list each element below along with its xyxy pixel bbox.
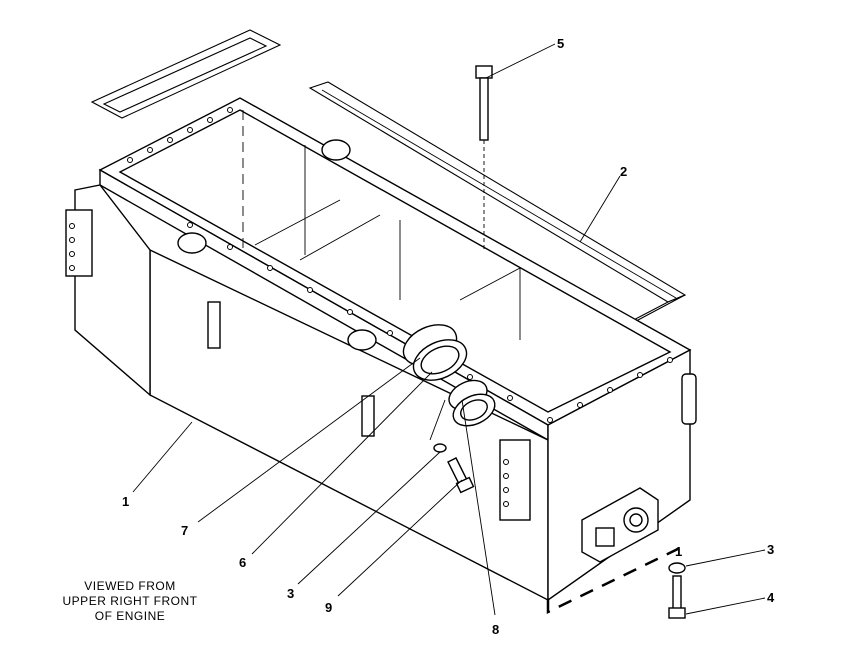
detached-bolt-and-washer — [668, 562, 686, 619]
view-caption: VIEWED FROM UPPER RIGHT FRONT OF ENGINE — [63, 579, 198, 623]
oil-pan-body — [65, 97, 697, 614]
view-marker-1: 1 — [675, 544, 682, 559]
callout-2: 2 — [620, 164, 627, 179]
caption-line-3: OF ENGINE — [95, 609, 166, 623]
callout-3-upper: 3 — [287, 586, 294, 601]
callout-5: 5 — [557, 36, 564, 51]
callout-7: 7 — [181, 523, 188, 538]
callout-9: 9 — [325, 600, 332, 615]
callout-numbers: 5 2 1 7 6 3 9 8 3 4 1 — [122, 36, 775, 637]
suction-tube-fittings — [402, 324, 496, 427]
callout-1: 1 — [122, 494, 129, 509]
end-cover-plate — [581, 487, 659, 563]
callout-8: 8 — [492, 622, 499, 637]
caption-line-2: UPPER RIGHT FRONT — [63, 594, 198, 608]
leader-lines — [132, 43, 766, 616]
callout-3-right: 3 — [767, 542, 774, 557]
caption-line-1: VIEWED FROM — [84, 579, 176, 593]
rim-bolt-holes — [127, 107, 673, 423]
rear-gasket — [90, 29, 282, 119]
callout-4: 4 — [767, 590, 775, 605]
long-bolt — [475, 65, 493, 250]
callout-6: 6 — [239, 555, 246, 570]
